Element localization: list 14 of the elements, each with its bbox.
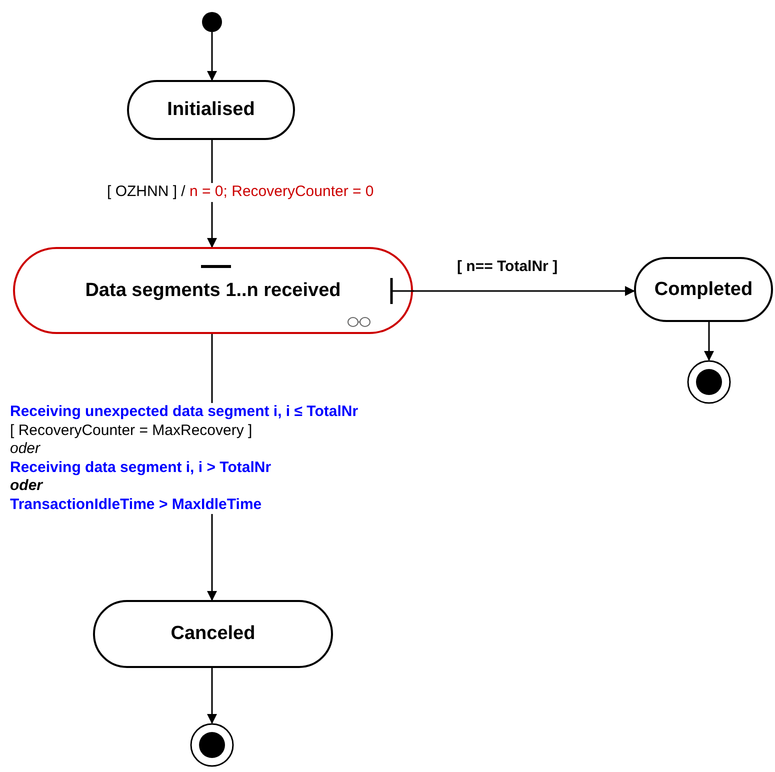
final-state-symbol	[190, 723, 234, 767]
transition-arrow	[207, 32, 217, 81]
state-name: Data segments 1..n received	[85, 280, 341, 302]
final-state-symbol	[687, 360, 731, 404]
state-name: Initialised	[167, 99, 255, 121]
transition-label: [ OZHNN ] / n = 0; RecoveryCounter = 0	[107, 183, 374, 202]
transition-arrow	[413, 286, 635, 296]
state-name: Canceled	[170, 623, 256, 645]
state-name: Completed	[654, 278, 753, 300]
transition-arrow	[704, 322, 714, 361]
initial-state-dot	[202, 12, 222, 32]
transition-arrow	[207, 668, 217, 724]
transition-label: Receiving unexpected data segment i, i ≤ TotalNr [ RecoveryCounter = MaxRecovery ] oder Receiving data segment i, i > TotalNr oder TransactionIdleTime > MaxIdleTime	[10, 403, 358, 514]
transition-label: [ n== TotalNr ]	[457, 258, 558, 276]
